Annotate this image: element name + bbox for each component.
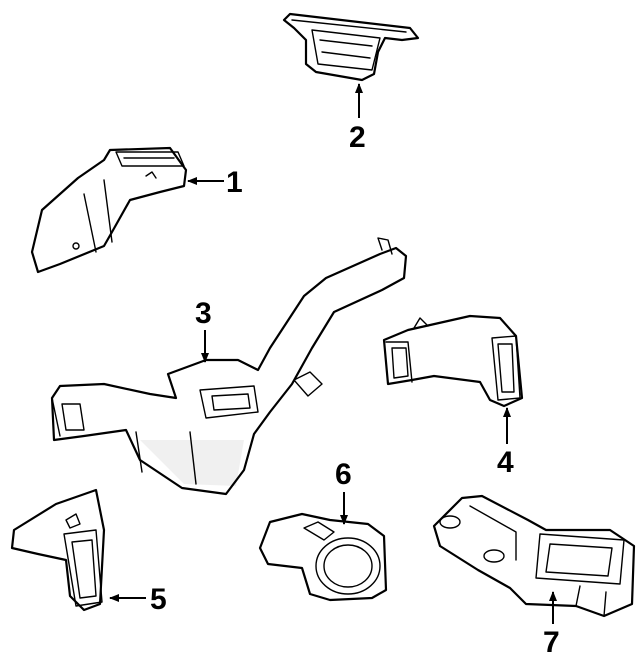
callout-7: 7 — [543, 626, 560, 659]
callout-2: 2 — [349, 121, 366, 154]
part-3-main-duct[interactable] — [50, 237, 408, 496]
leader-lines — [109, 83, 557, 624]
callout-numbers: 1 2 3 4 5 6 7 — [150, 121, 560, 659]
callout-3: 3 — [195, 297, 212, 330]
part-7-floor-duct[interactable] — [432, 494, 636, 618]
part-2-defroster-nozzle[interactable] — [282, 12, 420, 82]
part-6-center-vent[interactable] — [258, 512, 388, 602]
part-1-left-duct[interactable] — [30, 146, 188, 274]
callout-1: 1 — [226, 166, 243, 199]
callout-5: 5 — [150, 583, 167, 616]
callout-4: 4 — [497, 446, 514, 479]
part-4-right-duct[interactable] — [382, 314, 524, 408]
part-5-lower-left-duct[interactable] — [10, 488, 106, 612]
callout-6: 6 — [335, 458, 352, 491]
